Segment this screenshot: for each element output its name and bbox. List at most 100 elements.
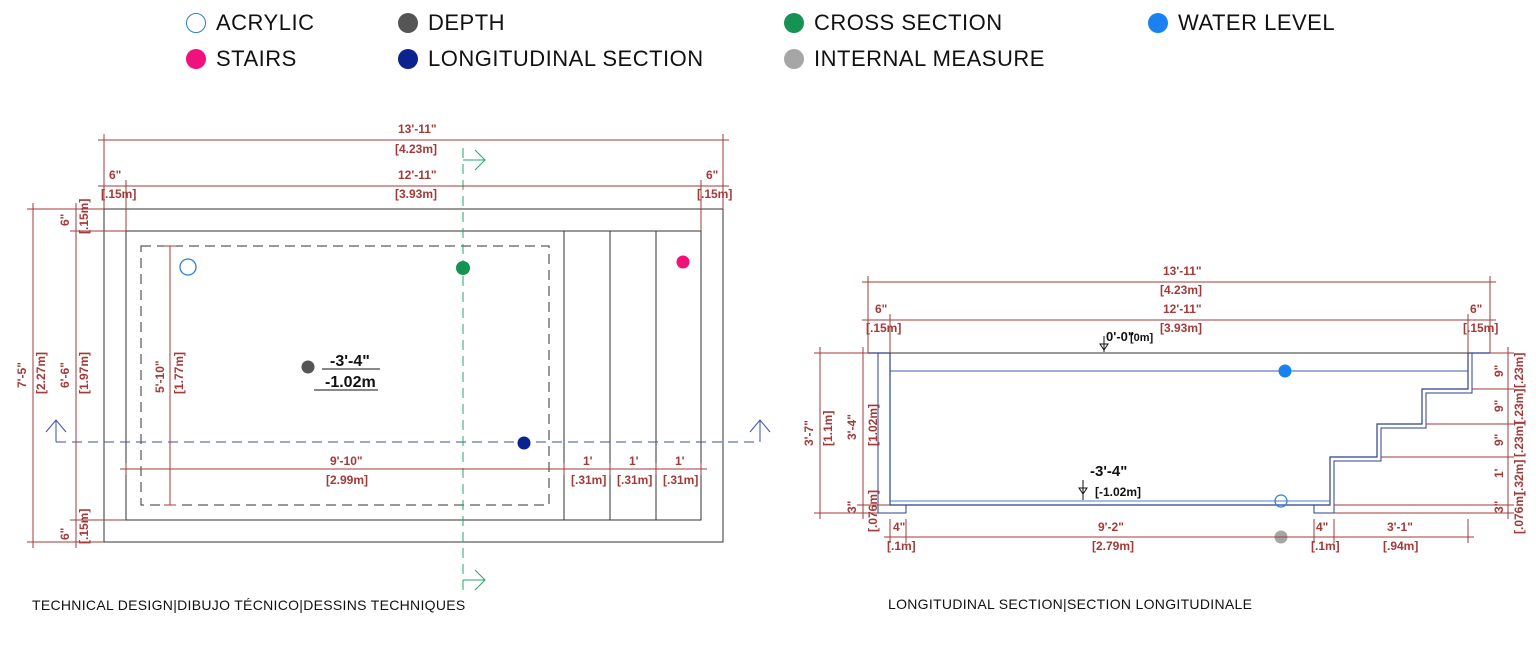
plan-inner-len-ft: 12'-11": [398, 168, 437, 182]
section-stairs-len-m: [.94m]: [1383, 539, 1418, 553]
legend-cross-section: CROSS SECTION: [784, 10, 1003, 36]
legend-depth: DEPTH: [398, 10, 505, 36]
legend-label: INTERNAL MEASURE: [814, 46, 1045, 71]
plan-view: -3'-4" -1.02m 13'-11" [4.23m] 12'-11" [3…: [15, 122, 771, 591]
section-pool-shell-inner: [877, 353, 1473, 514]
section-riser-last-m: [.32m]: [1512, 460, 1526, 495]
water-level-marker: [1278, 364, 1292, 378]
plan-step-m: [.31m]: [571, 473, 606, 487]
section-riser-m: [.23m]: [1512, 422, 1526, 457]
section-level-top-m: [0m]: [1130, 332, 1154, 344]
plan-step-m: [.31m]: [617, 473, 652, 487]
section-edge-ft: 6": [1470, 302, 1482, 316]
plan-edge-ft: 6": [706, 168, 718, 182]
section-edge-m: [.15m]: [1463, 321, 1498, 335]
plan-edge-ft: 6": [58, 528, 72, 540]
section-arrow-icon: [749, 419, 771, 442]
cross-arrow-icon: [463, 569, 486, 591]
acrylic-marker: [1274, 494, 1288, 508]
depth-marker: [301, 360, 315, 374]
plan-internal-w-m: [1.77m]: [172, 352, 186, 394]
section-overall-len-m: [4.23m]: [1160, 283, 1202, 297]
legend-label: CROSS SECTION: [814, 10, 1003, 35]
level-marker-icon: [1099, 336, 1109, 352]
section-floor-len-ft: 9'-2": [1098, 520, 1124, 534]
legend-acrylic: ACRYLIC: [186, 10, 314, 36]
section-edge-m: [.15m]: [866, 321, 901, 335]
plan-overall-w-ft: 7'-5": [15, 362, 29, 388]
plan-overall-len-ft: 13'-11": [398, 122, 437, 136]
plan-inner-pool: [125, 230, 702, 521]
section-wall-m: [.1m]: [1311, 539, 1340, 553]
plan-pool-len-ft: 9'-10": [330, 454, 363, 468]
section-top-dims: [862, 276, 1496, 353]
plan-step-m: [.31m]: [663, 473, 698, 487]
section-floor-len-m: [2.79m]: [1092, 539, 1134, 553]
section-riser-ft: 9": [1492, 434, 1506, 446]
plan-edge-m: [.15m]: [697, 187, 732, 201]
longitudinal-section-marker: [517, 436, 531, 450]
cross-section-marker: [456, 261, 470, 275]
plan-edge-m: [.15m]: [77, 509, 91, 544]
plan-bottom-dims: [120, 463, 707, 475]
section-total-h-m: [1.1m]: [821, 411, 835, 446]
plan-overall-len-m: [4.23m]: [395, 142, 437, 156]
plan-edge-ft: 6": [58, 214, 72, 226]
plan-inner-len-m: [3.93m]: [395, 187, 437, 201]
section-left-dims: [814, 347, 890, 519]
stairs-dot-icon: [186, 49, 206, 69]
section-depth-ft: -3'-4": [1090, 463, 1127, 480]
acrylic-marker: [179, 258, 197, 276]
plan-left-dims: [27, 203, 176, 548]
legend-internal-measure: INTERNAL MEASURE: [784, 46, 1045, 72]
section-floor-ft: 3": [1492, 501, 1506, 513]
plan-step-ft: 1': [583, 454, 593, 468]
cross-section-dot-icon: [784, 13, 804, 33]
section-riser-ft: 9": [1492, 365, 1506, 377]
water-level-dot-icon: [1148, 13, 1168, 33]
plan-outer-rim: [103, 208, 724, 543]
section-wall-m: [.1m]: [887, 539, 916, 553]
legend-stairs: STAIRS: [186, 46, 297, 72]
section-level-top-ft: 0'-0": [1106, 329, 1134, 344]
plan-step-ft: 1': [675, 454, 685, 468]
section-edge-ft: 6": [875, 302, 887, 316]
plan-pool-len-m: [2.99m]: [326, 473, 368, 487]
section-riser-ft: 9": [1492, 400, 1506, 412]
section-view: 0'-0" [0m] -3'-4" [-1.02m] 13'-11" [4.23…: [802, 264, 1526, 553]
plan-internal-w-ft: 5'-10": [153, 360, 167, 393]
plan-inner-w-m: [1.97m]: [77, 352, 91, 394]
section-stairs-len-ft: 3'-1": [1387, 520, 1413, 534]
cross-arrow-icon: [463, 149, 486, 171]
plan-depth-ft: -3'-4": [330, 353, 370, 370]
plan-top-dims: [98, 134, 729, 231]
section-floor-ft: 3": [845, 501, 859, 513]
plan-step-ft: 1': [629, 454, 639, 468]
section-pool-shell: [868, 352, 1490, 506]
section-overall-len-ft: 13'-11": [1163, 264, 1202, 278]
plan-edge-ft: 6": [109, 168, 121, 182]
legend-label: DEPTH: [428, 10, 506, 35]
section-depth-m: [-1.02m]: [1095, 485, 1141, 499]
section-inner-len-m: [3.93m]: [1160, 321, 1202, 335]
section-riser-m: [.23m]: [1512, 353, 1526, 388]
legend-water-level: WATER LEVEL: [1148, 10, 1335, 36]
legend-label: LONGITUDINAL SECTION: [428, 46, 704, 71]
stairs-marker: [676, 255, 690, 269]
plan-edge-m: [.15m]: [77, 199, 91, 234]
legend-label: WATER LEVEL: [1178, 10, 1336, 35]
plan-edge-m: [.15m]: [101, 187, 136, 201]
longitudinal-section-dot-icon: [398, 49, 418, 69]
section-wall-ft: 4": [893, 520, 905, 534]
legend-label: STAIRS: [216, 46, 297, 71]
level-marker-icon: [1078, 480, 1088, 500]
plan-inner-w-ft: 6'-6": [58, 362, 72, 388]
legend-longitudinal-section: LONGITUDINAL SECTION: [398, 46, 704, 72]
section-floor-m: [.076m]: [1512, 492, 1526, 534]
section-riser-m: [.23m]: [1512, 389, 1526, 424]
depth-dot-icon: [398, 13, 418, 33]
section-bottom-dims: [884, 519, 1474, 543]
section-floor-m: [.076m]: [866, 490, 880, 532]
section-water-h-ft: 3'-4": [845, 414, 859, 440]
